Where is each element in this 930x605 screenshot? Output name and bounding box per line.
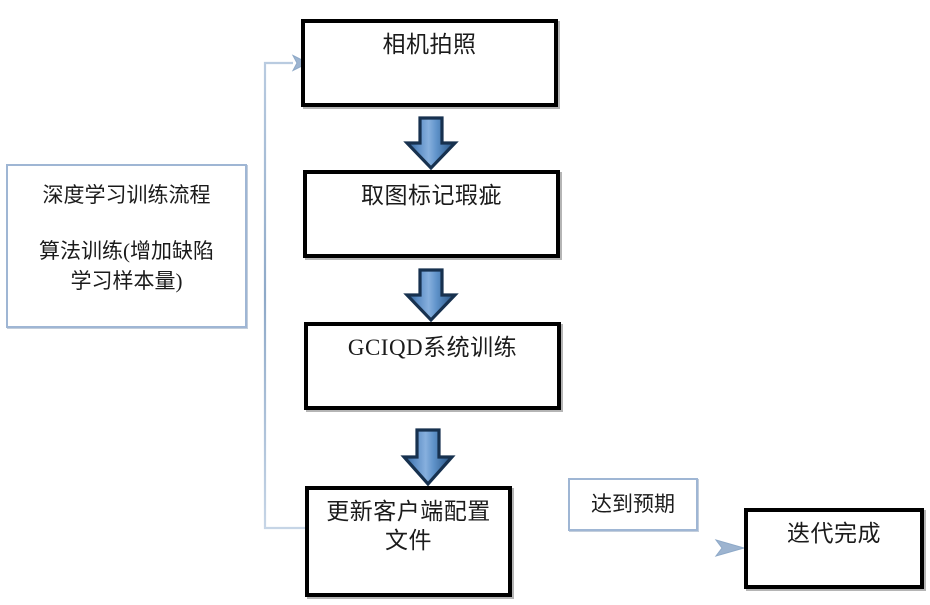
step-camera-box: 相机拍照: [301, 19, 558, 107]
step-train-label: GCIQD系统训练: [347, 335, 518, 360]
step-mark-box: 取图标记瑕疵: [303, 170, 560, 258]
step-train-box: GCIQD系统训练: [304, 322, 561, 410]
arrow-update-to-done: [512, 539, 746, 557]
training-process-title: 深度学习训练流程: [42, 183, 211, 207]
step-camera-label: 相机拍照: [382, 32, 477, 57]
training-process-subtitle: 算法训练(增加缺陷 学习样本量): [39, 239, 214, 294]
step-mark-label: 取图标记瑕疵: [361, 183, 502, 208]
arrow-feedback-loop: [263, 54, 310, 530]
step-done-label: 迭代完成: [787, 521, 881, 546]
arrow-train-to-update: [400, 428, 456, 487]
condition-expected-label: 达到预期: [591, 492, 675, 516]
step-update-box: 更新客户端配置 文件: [305, 486, 512, 597]
deep-learning-training-process-box: 深度学习训练流程 算法训练(增加缺陷 学习样本量): [6, 164, 247, 328]
condition-expected-box: 达到预期: [568, 478, 698, 531]
arrow-mark-to-train: [403, 268, 459, 323]
step-done-box: 迭代完成: [744, 508, 924, 589]
arrow-camera-to-mark: [403, 116, 459, 171]
step-update-label: 更新客户端配置 文件: [326, 499, 491, 553]
